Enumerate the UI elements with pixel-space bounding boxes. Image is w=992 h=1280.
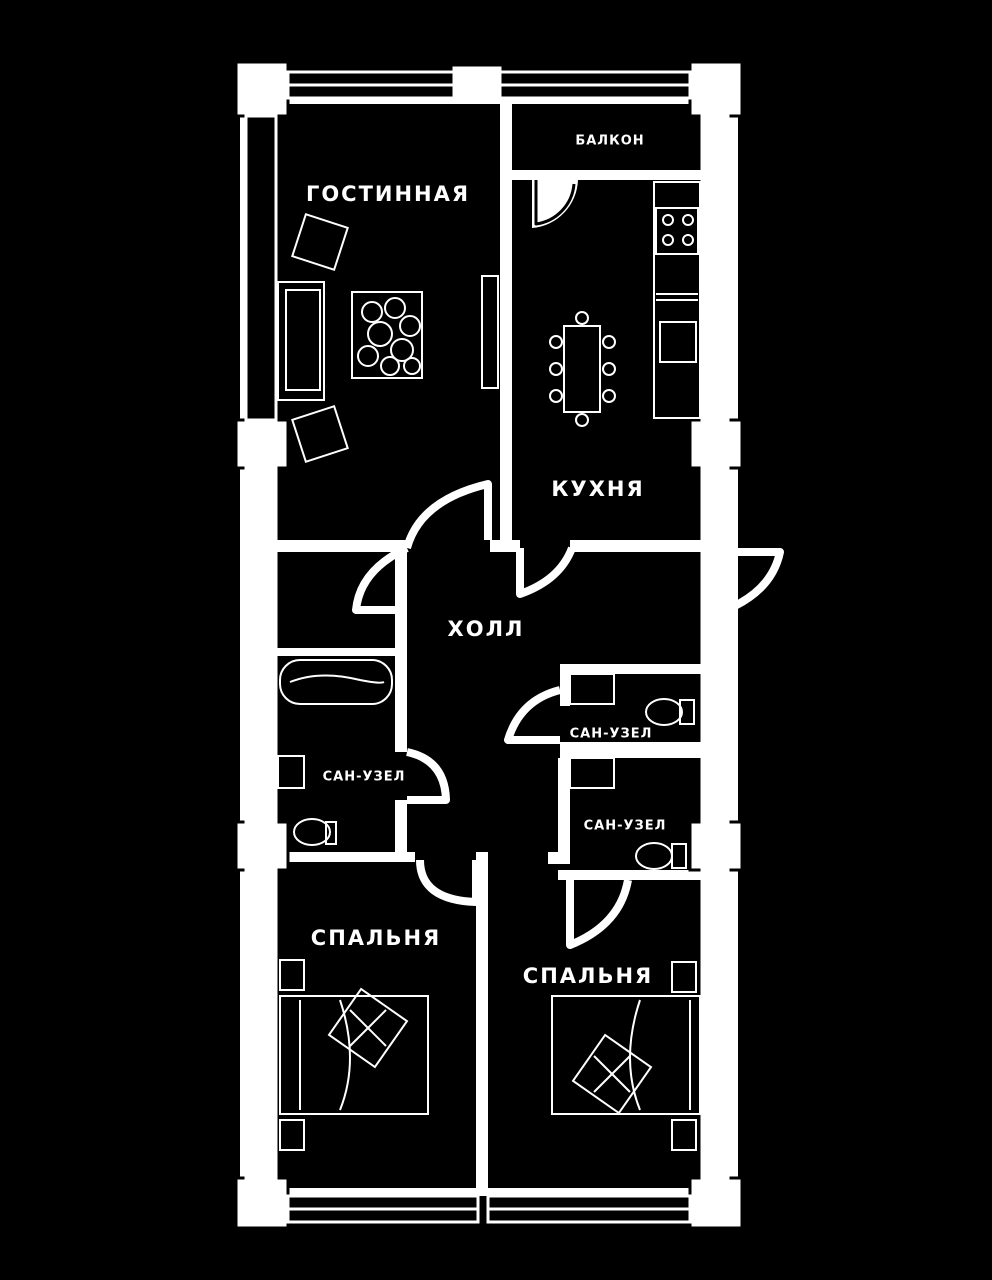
room-label-balcony: БАЛКОН [575, 133, 645, 149]
room-label-hall: ХОЛЛ [447, 617, 525, 641]
stove [655, 207, 699, 255]
room-label-bath-right-top: САН-УЗЕЛ [569, 726, 653, 742]
toilet-right-top [645, 698, 683, 726]
columns [234, 60, 744, 1230]
kitchen-counter [653, 181, 701, 419]
room-label-bath-right-bottom: САН-УЗЕЛ [583, 818, 667, 834]
room-label-bath-left: САН-УЗЕЛ [322, 769, 406, 785]
windows [244, 66, 730, 1224]
rug [351, 291, 423, 379]
tv-unit [481, 275, 499, 389]
nightstand-left-bottom [279, 1119, 305, 1151]
armchair-top [291, 213, 349, 271]
room-label-bedroom-left: СПАЛЬНЯ [310, 926, 442, 950]
sofa [277, 281, 325, 401]
room-label-bedroom-right: СПАЛЬНЯ [522, 964, 654, 988]
bathtub [279, 659, 393, 705]
nightstand-right-top [671, 961, 697, 993]
sink [659, 321, 697, 363]
washbasin-left [277, 755, 305, 789]
doors [352, 180, 784, 949]
washbasin-right-bottom [569, 757, 615, 789]
furniture [277, 181, 701, 1151]
nightstand-left-top [279, 959, 305, 991]
washbasin-right-top [569, 673, 615, 705]
armchair-bottom [291, 405, 349, 463]
bed-left [279, 995, 429, 1115]
dining-table [563, 325, 601, 413]
toilet-left [293, 818, 331, 846]
room-label-living: ГОСТИННАЯ [305, 182, 471, 206]
nightstand-right-bottom [671, 1119, 697, 1151]
bed-right [551, 995, 701, 1115]
room-label-kitchen: КУХНЯ [551, 477, 645, 501]
